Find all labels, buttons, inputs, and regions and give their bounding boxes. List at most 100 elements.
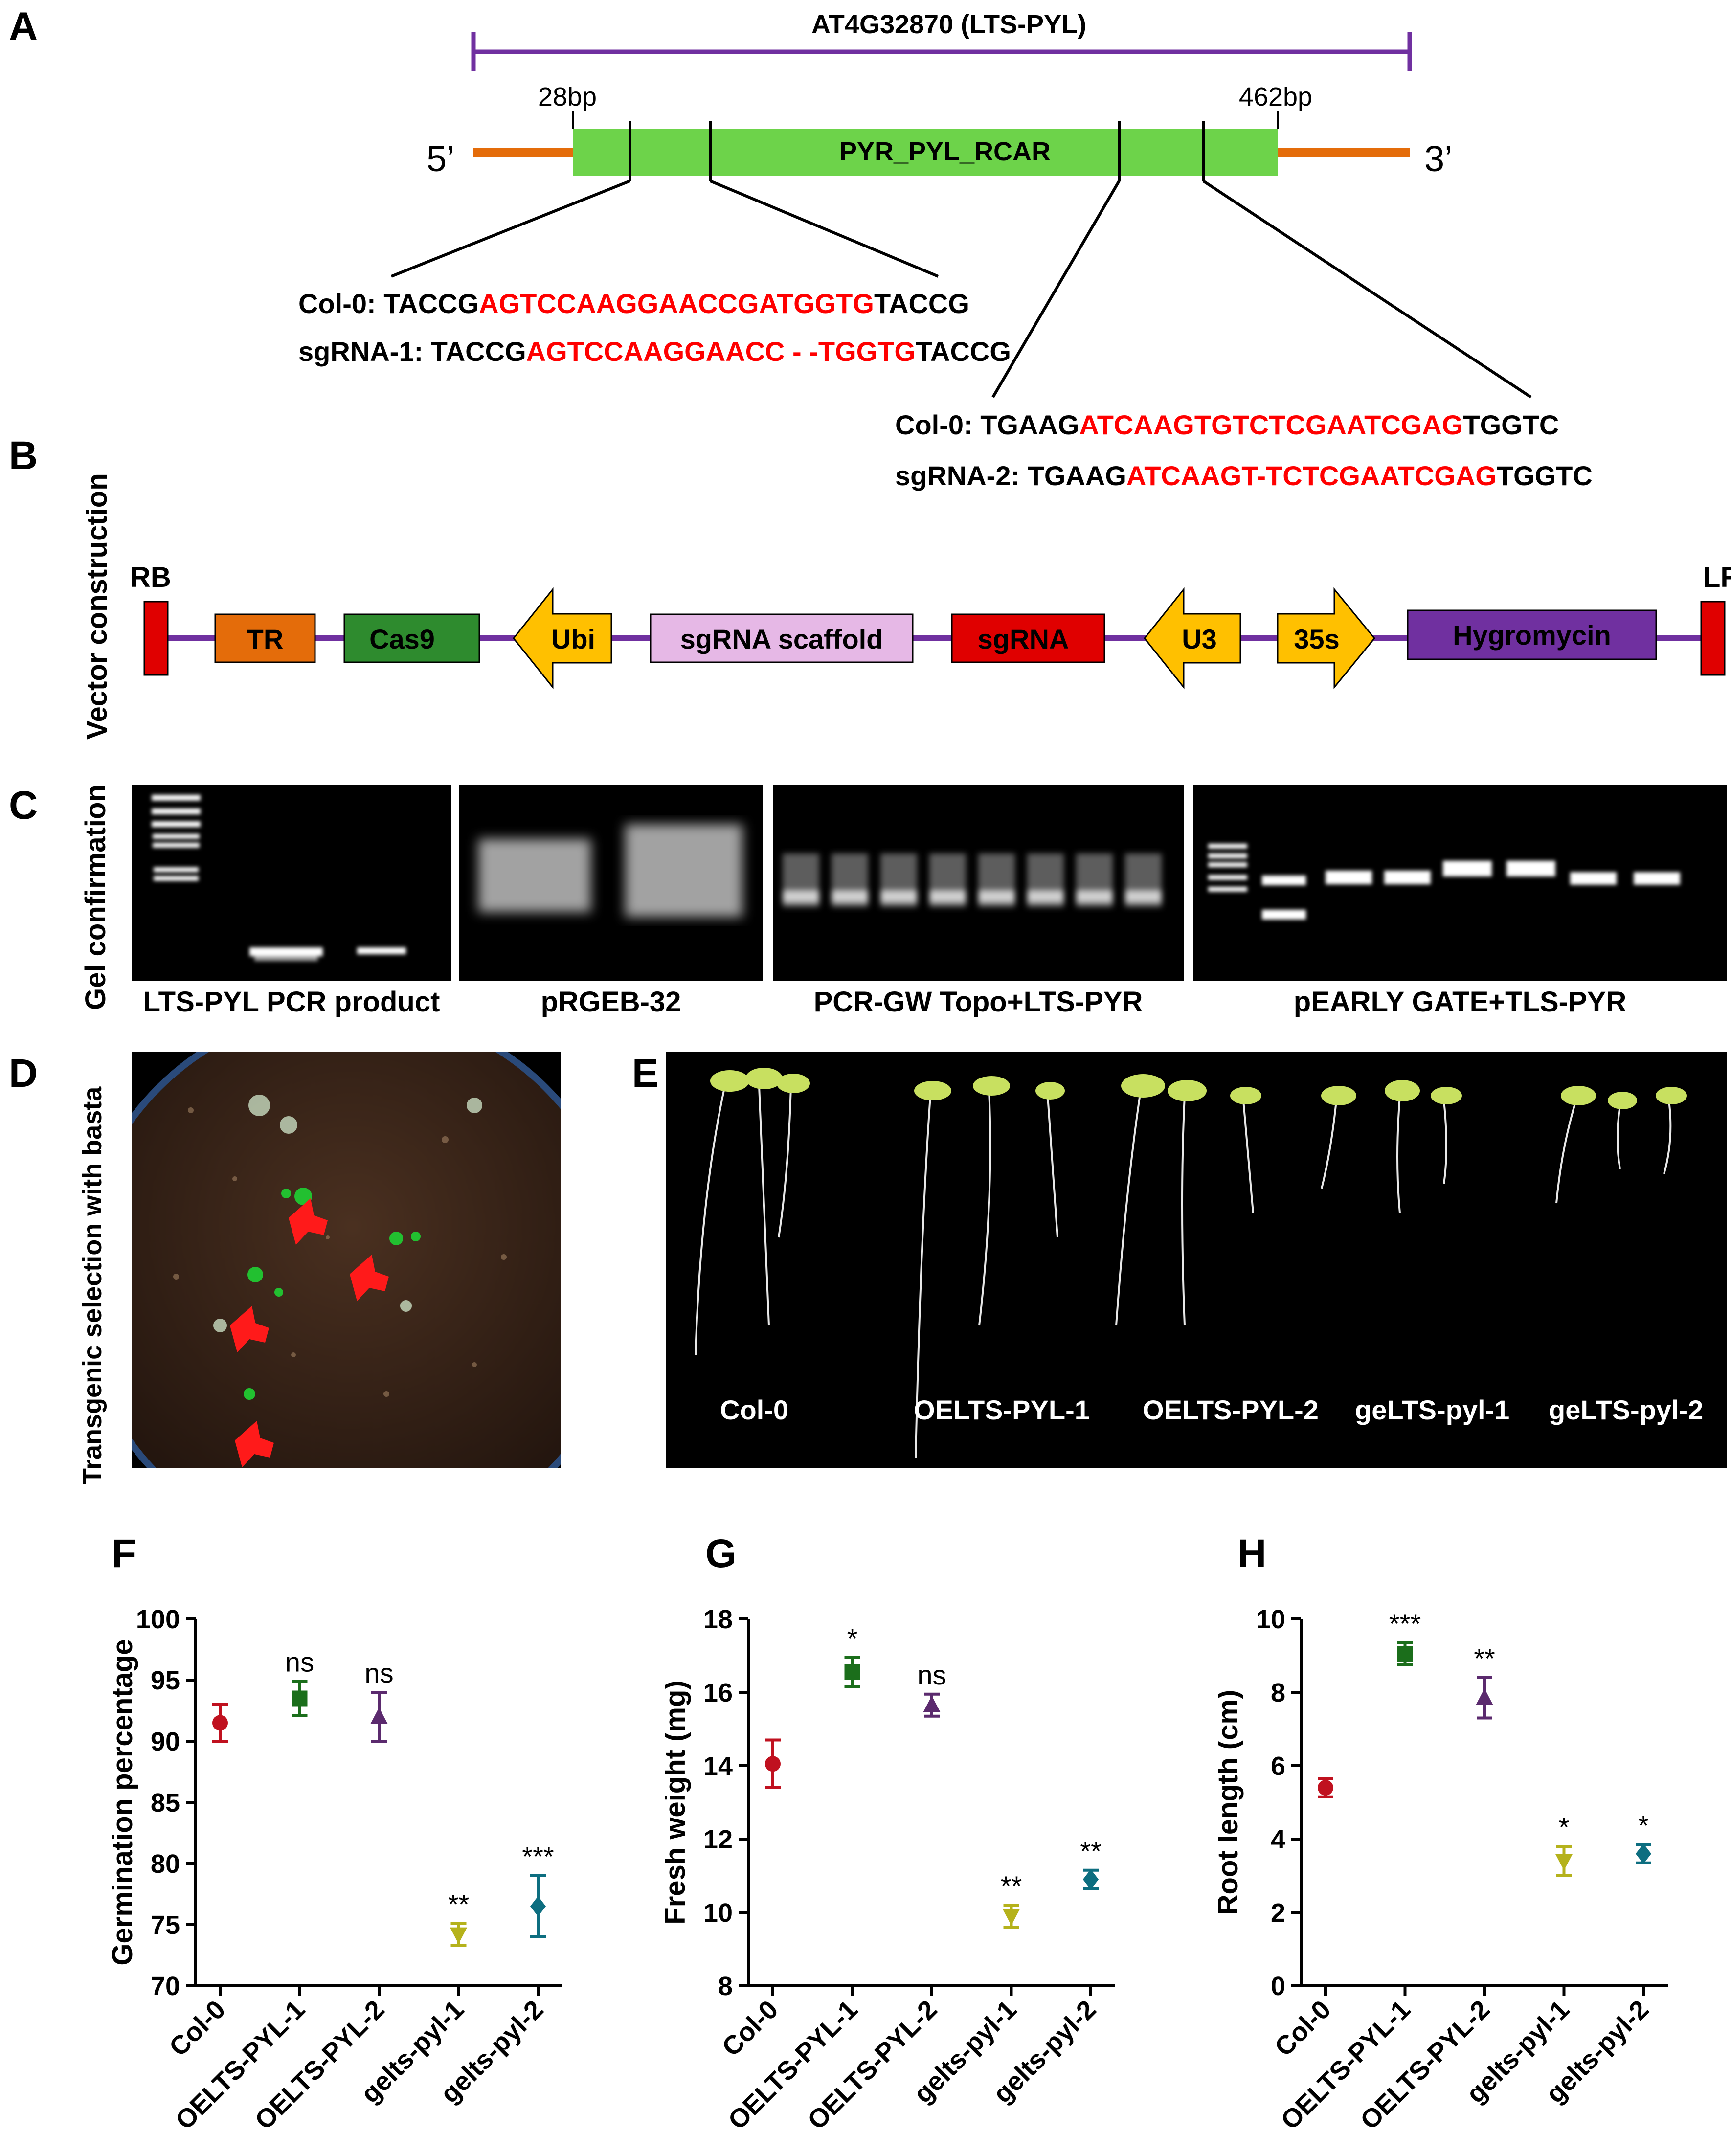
five-prime-label: 5’ (427, 138, 455, 179)
site1-wt-target: AGTCCAAGGAACCGATGGTG (479, 288, 874, 319)
hygromycin-label: Hygromycin (1453, 620, 1611, 651)
significance-label: ** (1474, 1643, 1495, 1674)
significance-label: * (1559, 1812, 1570, 1842)
panel-label-f: F (112, 1531, 136, 1576)
35s-label: 35s (1294, 624, 1339, 654)
site2-wt-label: Col-0: (895, 409, 973, 440)
gel-caption-4: pEARLY GATE+TLS-PYR (1293, 986, 1627, 1018)
x-tick-label: Col-0 (164, 1995, 231, 2062)
basta-selection-photo (132, 1052, 561, 1468)
y-tick-label: 4 (1271, 1825, 1285, 1854)
site1-zoom-left (390, 180, 631, 278)
y-tick-label: 10 (1256, 1605, 1285, 1634)
point-marker (370, 1707, 388, 1724)
y-axis-label: Fresh weight (mg) (665, 1680, 691, 1924)
panel-label-h: H (1237, 1531, 1267, 1576)
point-marker (212, 1715, 228, 1731)
ubi-label: Ubi (551, 624, 595, 654)
y-axis-label: Root length (cm) (1218, 1690, 1244, 1915)
gel-side-label: Gel confirmation (80, 785, 112, 1010)
y-tick-label: 8 (718, 1972, 733, 2001)
data-point (765, 1738, 781, 1789)
data-point (450, 1922, 468, 1947)
seedlings-photo (666, 1052, 1727, 1468)
domain-label: PYR_PYL_RCAR (839, 137, 1051, 166)
site2-wt-right: TGGTC (1463, 409, 1559, 440)
genotype-label-2: OELTS-PYL-1 (914, 1394, 1090, 1425)
point-marker (923, 1696, 941, 1712)
data-point (844, 1656, 860, 1688)
site2-mut-left: TGAAG (1028, 460, 1126, 491)
data-point (1083, 1868, 1099, 1890)
gel-pearlygate (1193, 785, 1727, 981)
genotype-label-1: Col-0 (720, 1394, 788, 1425)
y-tick-label: 18 (703, 1605, 733, 1634)
point-marker (844, 1664, 860, 1680)
y-tick-label: 85 (151, 1788, 180, 1818)
significance-label: ** (1001, 1870, 1022, 1901)
site1-wt-right: TACCG (874, 288, 969, 319)
u3-promoter-arrow (1144, 587, 1241, 690)
site2-wt-sequence: Col-0: TGAAGATCAAGTGTCTCGAATCGAGTGGTC (895, 409, 1559, 440)
y-tick-label: 0 (1271, 1972, 1285, 2001)
point-marker (765, 1756, 781, 1772)
y-tick-label: 2 (1271, 1898, 1285, 1928)
data-point (370, 1691, 388, 1743)
u3-label: U3 (1182, 624, 1217, 654)
data-point (1002, 1904, 1020, 1929)
y-tick-label: 75 (151, 1910, 180, 1940)
y-tick-label: 95 (151, 1666, 180, 1695)
site2-mut-sequence: sgRNA-2: TGAAGATCAAGT-TCTCGAATCGAGTGGTC (895, 460, 1593, 491)
site2-wt-left: TGAAG (980, 409, 1079, 440)
lr-label: LR (1703, 561, 1731, 593)
gel-prgeb32 (459, 785, 763, 981)
hygromycin-element (1407, 609, 1657, 660)
site2-mut-target: ATCAAGT-TCTCGAATCGAG (1126, 460, 1497, 491)
panel-label-d: D (9, 1051, 38, 1096)
panel-label-a: A (9, 4, 38, 49)
panel-label-b: B (9, 433, 38, 478)
significance-label: *** (522, 1841, 554, 1872)
data-point (1555, 1845, 1573, 1877)
site1-mut-label: sgRNA-1: (298, 336, 423, 367)
gel-caption-2: pRGEB-32 (540, 986, 681, 1018)
point-marker (450, 1927, 468, 1944)
data-point (1636, 1843, 1651, 1864)
ubi-promoter-arrow (513, 587, 612, 690)
selection-side-label: Transgenic selection with basta (78, 1086, 107, 1484)
significance-label: * (1638, 1810, 1649, 1841)
x-tick-label: Col-0 (717, 1995, 784, 2062)
start-bp-label: 28bp (538, 82, 597, 112)
site1-mut-right: TACCG (916, 336, 1011, 367)
gel-ltspyl-pcr (132, 785, 451, 981)
significance-label: ** (1080, 1836, 1102, 1866)
y-tick-label: 6 (1271, 1752, 1285, 1781)
data-point (530, 1874, 546, 1938)
significance-label: ** (448, 1889, 470, 1920)
point-marker (1476, 1688, 1493, 1705)
35s-promoter-arrow (1277, 587, 1375, 690)
genotype-label-5: geLTS-pyl-2 (1549, 1394, 1704, 1425)
axes (1300, 1619, 1668, 1987)
sgrna-scaffold-element (650, 613, 914, 663)
site1-mut-target: AGTCCAAGGAACC - -TGGTG (526, 336, 916, 367)
y-tick-label: 100 (136, 1605, 180, 1634)
left-border (1700, 601, 1726, 676)
vector-map: RB LR TR Cas9 Ubi sgRNA scaffold sgRNA U… (130, 561, 1731, 690)
site2-wt-target: ATCAAGTGTCTCGAATCGAG (1079, 409, 1463, 440)
point-marker (1083, 1869, 1099, 1890)
sgrna-label: sgRNA (978, 624, 1069, 654)
data-point (212, 1703, 228, 1743)
y-tick-label: 16 (703, 1678, 733, 1707)
data-point (923, 1692, 941, 1718)
point-marker (1002, 1909, 1020, 1926)
gel-caption-3: PCR-GW Topo+LTS-PYR (813, 986, 1143, 1018)
tr-element (214, 613, 316, 663)
panel-label-c: C (9, 783, 38, 828)
cas9-element (343, 613, 480, 663)
site1-zoom-right (709, 180, 939, 278)
sgrna-scaffold-label: sgRNA scaffold (680, 624, 883, 654)
y-tick-label: 80 (151, 1849, 180, 1879)
